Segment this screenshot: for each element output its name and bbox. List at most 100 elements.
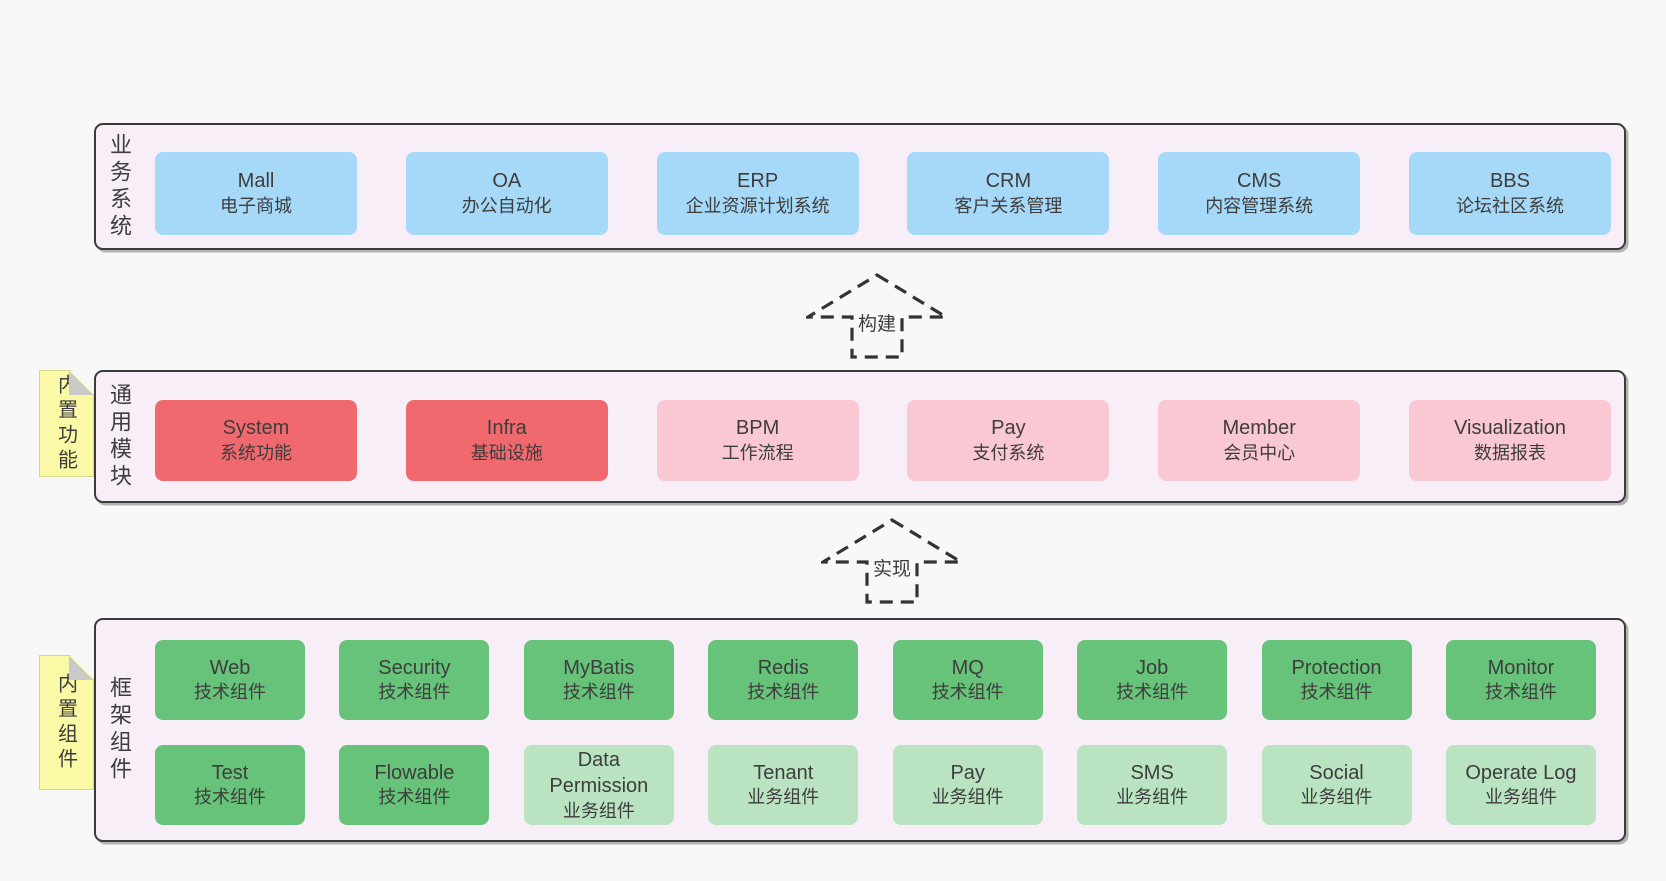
modules-box-row: System 系统功能 Infra 基础设施 BPM 工作流程 Pay 支付系统…	[155, 400, 1611, 481]
box-pay-component: Pay 业务组件	[892, 745, 1043, 825]
box-subtitle: 论坛社区系统	[1455, 195, 1564, 216]
build-arrow-label: 构建	[855, 308, 899, 337]
box-subtitle: 客户关系管理	[954, 195, 1063, 216]
box-test: Test 技术组件	[155, 745, 305, 825]
box-subtitle: 业务组件	[1116, 787, 1189, 808]
box-web: Web 技术组件	[155, 640, 305, 720]
box-subtitle: 技术组件	[747, 682, 820, 703]
box-subtitle: 支付系统	[972, 442, 1045, 463]
box-title: CMS	[1236, 170, 1282, 193]
box-cms: CMS 内容管理系统	[1158, 152, 1361, 235]
box-subtitle: 技术组件	[194, 787, 266, 808]
box-title: Security	[378, 656, 451, 679]
box-tenant: Tenant 业务组件	[708, 745, 859, 825]
box-system: System 系统功能	[155, 400, 357, 481]
box-title: Redis	[757, 656, 809, 679]
box-protection: Protection 技术组件	[1261, 640, 1412, 720]
box-title: Member	[1222, 417, 1296, 440]
box-security: Security 技术组件	[339, 640, 490, 720]
panel-title-text: 通用模块	[107, 382, 132, 491]
box-title: BBS	[1489, 170, 1530, 193]
box-job: Job 技术组件	[1077, 640, 1228, 720]
box-title: Pay	[950, 761, 985, 784]
box-bbs: BBS 论坛社区系统	[1408, 152, 1611, 235]
box-subtitle: 业务组件	[562, 800, 635, 821]
box-title: Job	[1135, 656, 1169, 679]
box-title: Test	[211, 761, 249, 784]
box-subtitle: 技术组件	[378, 787, 451, 808]
box-subtitle: 系统功能	[220, 442, 292, 463]
box-title: Web	[209, 656, 251, 679]
box-subtitle: 技术组件	[931, 682, 1004, 703]
panel-title-text: 框架组件	[107, 676, 132, 784]
box-operate-log: Operate Log 业务组件	[1445, 745, 1596, 825]
box-sms: SMS 业务组件	[1077, 745, 1228, 825]
note-fold-corner	[69, 656, 93, 680]
box-title: OA	[492, 170, 522, 193]
box-subtitle: 业务组件	[1484, 787, 1557, 808]
box-title: Mall	[237, 170, 275, 193]
box-subtitle: 内容管理系统	[1205, 195, 1314, 216]
panel-business-systems: 业务系统 Mall 电子商城 OA 办公自动化 ERP 企业资源计划系统 CRM…	[94, 123, 1626, 250]
box-title: Pay	[991, 417, 1026, 440]
box-infra: Infra 基础设施	[405, 400, 608, 481]
box-subtitle: 业务组件	[747, 787, 820, 808]
box-title: CRM	[985, 170, 1032, 193]
sticky-note-builtin-features: 内置功能	[39, 370, 94, 477]
box-title: Protection	[1291, 656, 1382, 679]
box-oa: OA 办公自动化	[405, 152, 608, 235]
box-flowable: Flowable 技术组件	[339, 745, 490, 825]
panel-title-text: 业务系统	[107, 132, 132, 241]
build-arrow: 构建	[806, 273, 948, 359]
box-erp: ERP 企业资源计划系统	[656, 152, 859, 235]
box-subtitle: 企业资源计划系统	[685, 195, 830, 216]
components-box-row-2: Test 技术组件 Flowable 技术组件 Data Permission …	[155, 745, 1596, 825]
box-redis: Redis 技术组件	[708, 640, 859, 720]
box-title: BPM	[735, 417, 780, 440]
box-crm: CRM 客户关系管理	[907, 152, 1110, 235]
box-pay-system: Pay 支付系统	[907, 400, 1110, 481]
box-mybatis: MyBatis 技术组件	[523, 640, 674, 720]
box-subtitle: 工作流程	[721, 442, 794, 463]
box-data-permission: Data Permission 业务组件	[523, 745, 674, 825]
box-mq: MQ 技术组件	[892, 640, 1043, 720]
implement-arrow: 实现	[821, 518, 963, 604]
implement-arrow-label: 实现	[870, 553, 914, 582]
box-subtitle: 技术组件	[378, 682, 451, 703]
box-bpm: BPM 工作流程	[656, 400, 859, 481]
box-visualization: Visualization 数据报表	[1408, 400, 1611, 481]
box-title: Flowable	[374, 761, 455, 784]
box-title: Visualization	[1454, 417, 1566, 440]
box-subtitle: 技术组件	[562, 682, 635, 703]
box-title: MQ	[951, 656, 984, 679]
box-title: SMS	[1130, 761, 1174, 784]
box-mall: Mall 电子商城	[155, 152, 357, 235]
box-title: Monitor	[1487, 656, 1555, 679]
box-subtitle: 业务组件	[931, 787, 1004, 808]
box-subtitle: 会员中心	[1223, 442, 1296, 463]
box-title: Tenant	[753, 761, 814, 784]
up-arrow-icon	[806, 273, 948, 359]
box-subtitle: 技术组件	[1300, 682, 1373, 703]
note-fold-corner	[69, 371, 93, 395]
box-subtitle: 电子商城	[220, 195, 292, 216]
box-subtitle: 技术组件	[194, 682, 266, 703]
box-social: Social 业务组件	[1261, 745, 1412, 825]
box-title: Social	[1309, 761, 1364, 784]
panel-title-vertical: 业务系统	[102, 125, 136, 248]
box-title: ERP	[737, 170, 779, 193]
panel-common-modules: 通用模块 System 系统功能 Infra 基础设施 BPM 工作流程 Pay…	[94, 370, 1626, 503]
box-subtitle: 技术组件	[1484, 682, 1557, 703]
panel-title-vertical: 通用模块	[102, 372, 136, 501]
panel-title-vertical: 框架组件	[102, 620, 136, 840]
panel-framework-components: 框架组件 Web 技术组件 Security 技术组件 MyBatis 技术组件…	[94, 618, 1626, 842]
box-subtitle: 数据报表	[1473, 442, 1546, 463]
box-title: Data Permission	[549, 748, 649, 798]
box-title: System	[222, 417, 290, 440]
components-box-row-1: Web 技术组件 Security 技术组件 MyBatis 技术组件 Redi…	[155, 640, 1596, 720]
box-subtitle: 基础设施	[470, 442, 543, 463]
box-title: MyBatis	[563, 656, 635, 679]
box-monitor: Monitor 技术组件	[1445, 640, 1596, 720]
sticky-note-label: 内置组件	[54, 672, 77, 773]
box-title: Operate Log	[1465, 761, 1577, 784]
